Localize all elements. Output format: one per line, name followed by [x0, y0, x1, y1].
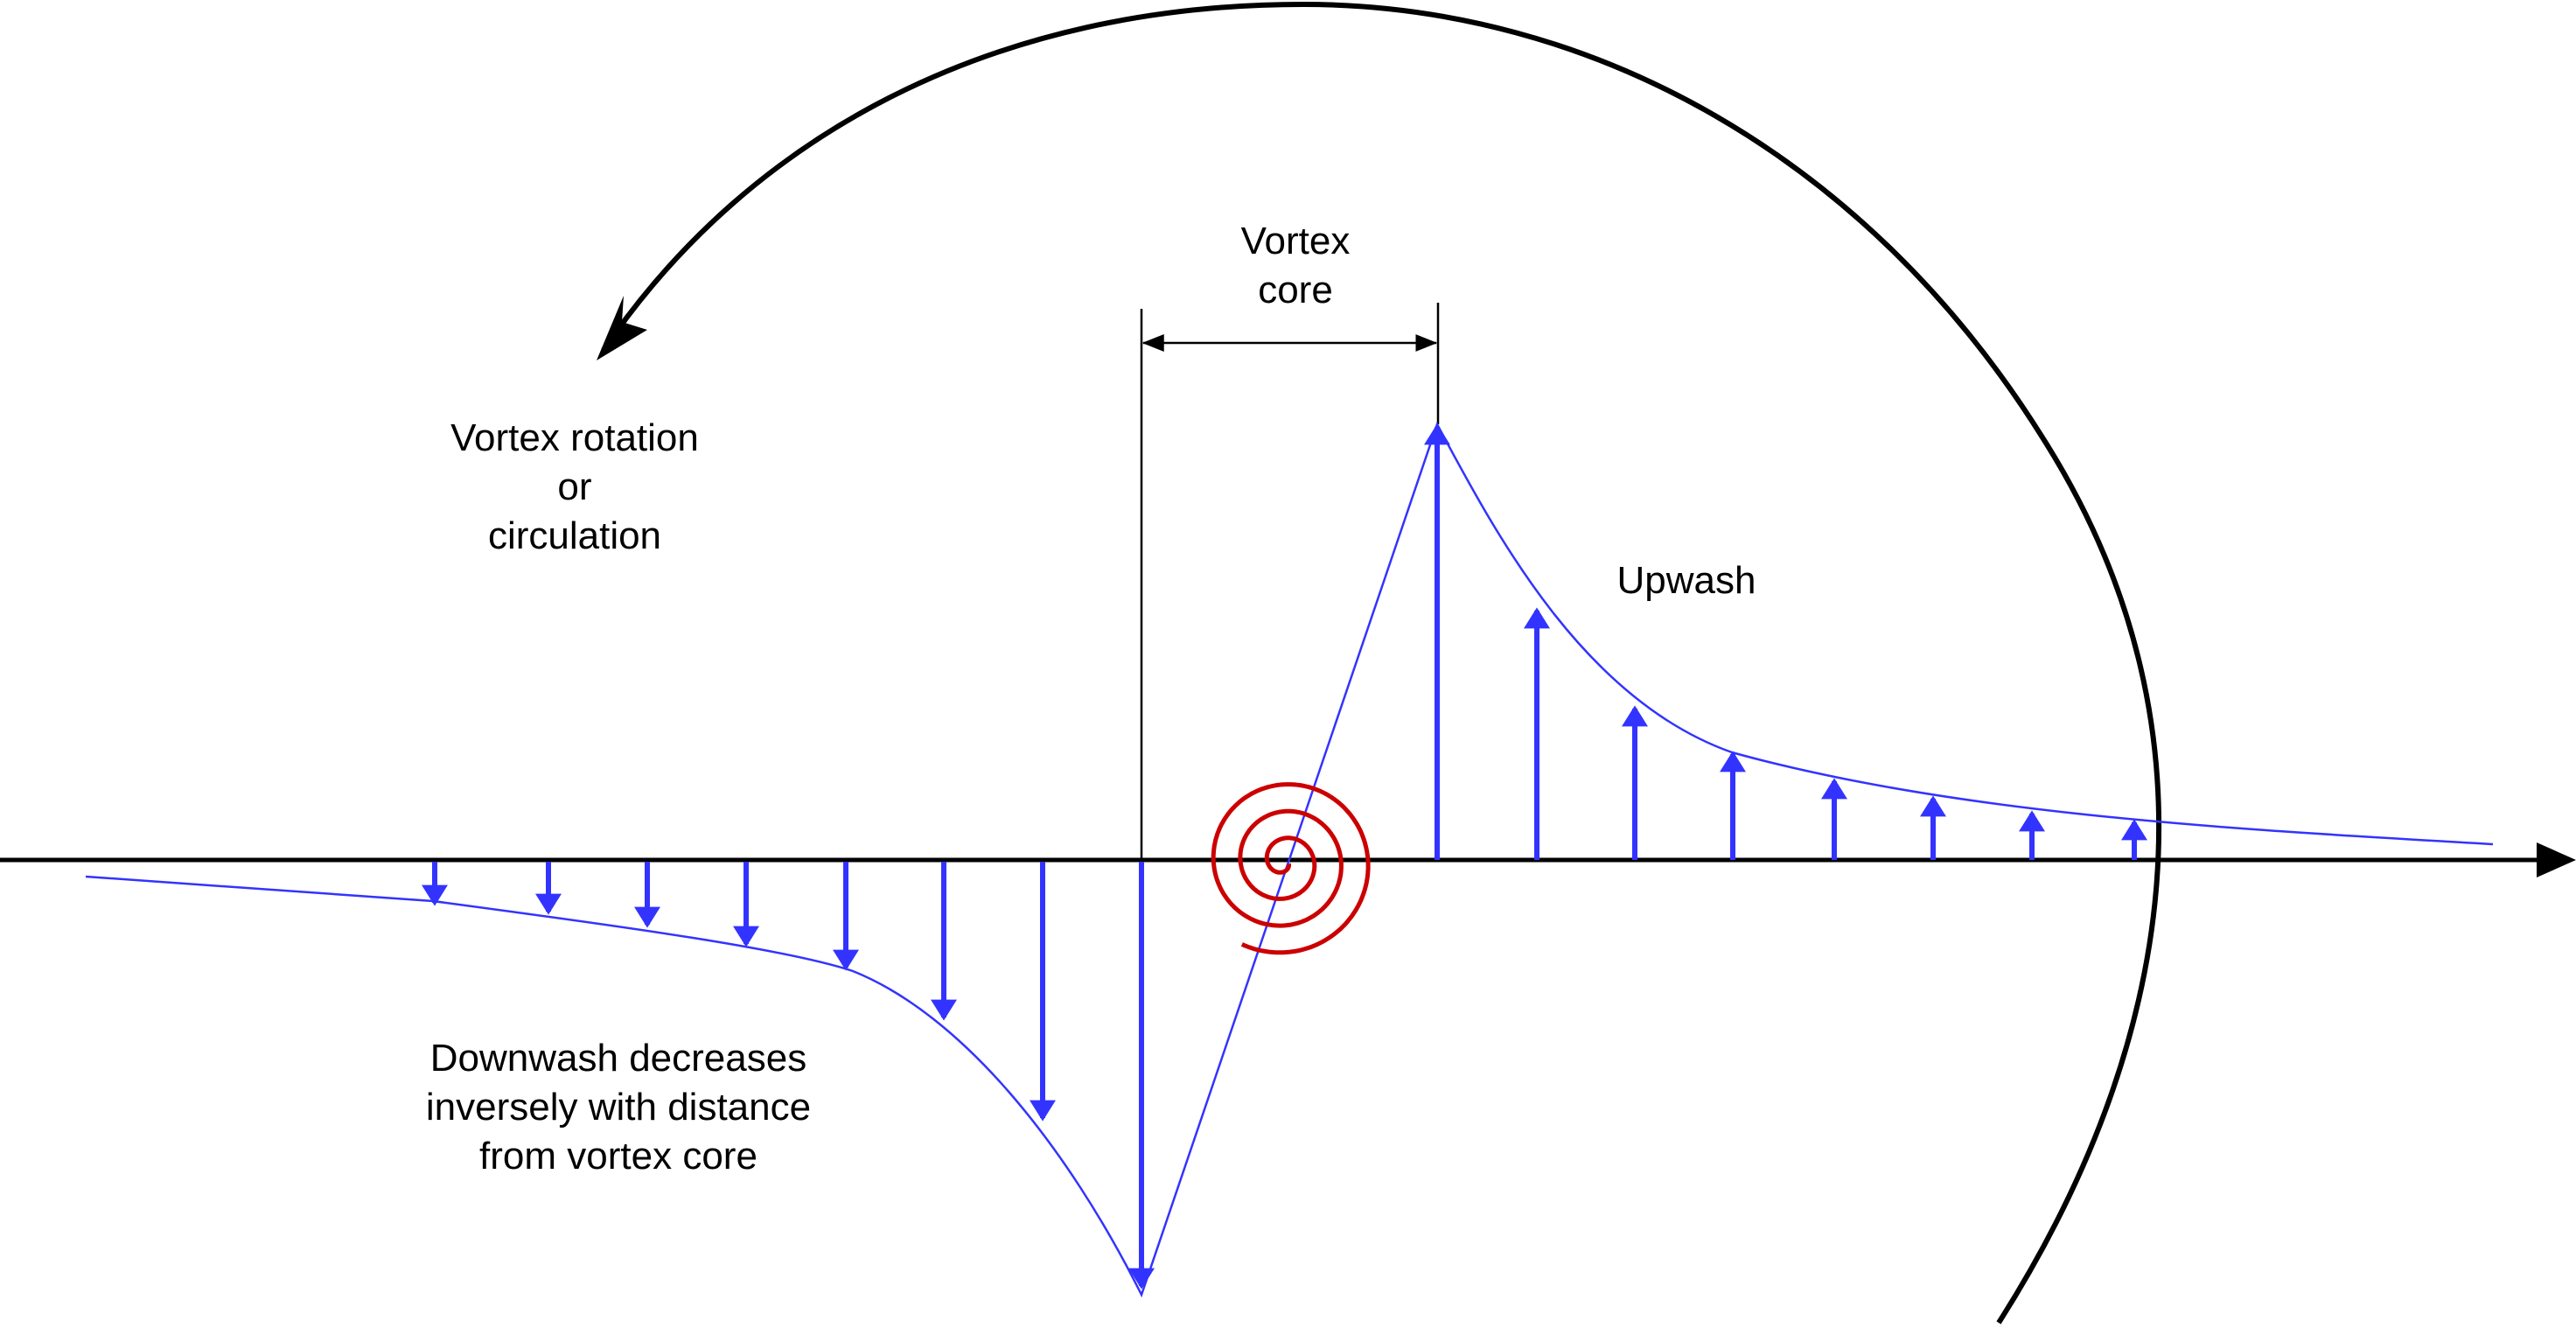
vortex-core-label-line: core — [1258, 269, 1333, 311]
vortex-core-label-line: Vortex — [1240, 220, 1351, 262]
rotation-label-line: or — [557, 465, 592, 508]
velocity-profile-curve — [85, 421, 2494, 1298]
rotation-label-line: Vortex rotation — [450, 416, 699, 459]
downwash-label-line: from vortex core — [479, 1135, 757, 1178]
downwash-label: Downwash decreases inversely with distan… — [426, 1034, 811, 1181]
upwash-arrows — [1424, 423, 2147, 860]
vortex-core-label: Vortex core — [1241, 217, 1351, 315]
downwash-label-line: inversely with distance — [425, 1086, 812, 1129]
rotation-circle — [601, 1, 2162, 1325]
downwash-arrows — [422, 862, 1155, 1290]
upwash-label-line: Upwash — [1616, 559, 1756, 602]
rotation-arrow-icon — [597, 296, 647, 360]
rotation-label-line: circulation — [487, 514, 662, 557]
downwash-label-line: Downwash decreases — [429, 1037, 807, 1080]
upwash-label: Upwash — [1617, 556, 1756, 605]
axis-arrow-icon — [2537, 842, 2576, 877]
rotation-label: Vortex rotation or circulation — [450, 414, 699, 561]
spiral-icon — [1211, 782, 1371, 955]
